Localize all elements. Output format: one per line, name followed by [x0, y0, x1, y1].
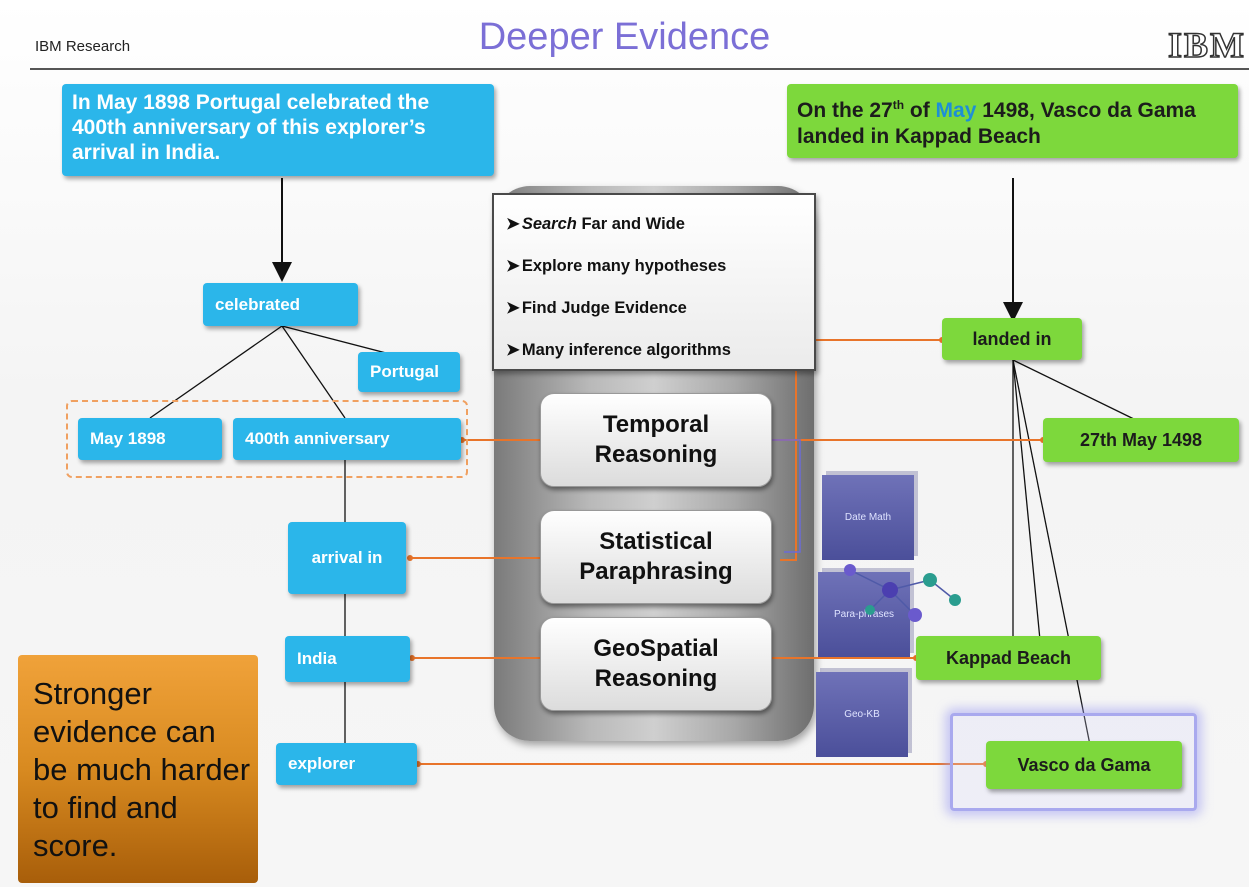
evidence-passage: On the 27th of May 1498, Vasco da Gama l… [787, 84, 1238, 158]
kb-paraphrases-label: Para-phrases [833, 609, 895, 620]
arrow-bullet-icon: ➤ [506, 299, 520, 317]
landed-to-kappad-line-2 [1012, 359, 1041, 641]
feature-text: Many inference algorithms [521, 340, 731, 359]
slide-title: Deeper Evidence [478, 16, 771, 58]
brand-label: IBM Research [35, 38, 131, 55]
passage-superscript: th [892, 98, 905, 112]
feature-list: ➤Search Far and Wide ➤Explore many hypot… [492, 193, 816, 371]
temporal-blue-link [772, 439, 801, 553]
header-divider [30, 68, 1249, 70]
module-line: Temporal [602, 411, 710, 438]
celebrated-to-portugal-line [281, 325, 391, 355]
paraphrase-network-icon [844, 564, 961, 622]
feature-item: ➤Explore many hypotheses [506, 245, 814, 287]
node-400th-anniversary: 400th anniversary [233, 418, 461, 460]
question-clue: In May 1898 Portugal celebrated the 400t… [62, 84, 494, 176]
node-kappad-beach: Kappad Beach [916, 636, 1101, 680]
module-line: Statistical [599, 528, 713, 555]
arrow-bullet-icon: ➤ [506, 215, 520, 233]
passage-of: of [904, 99, 936, 122]
node-portugal: Portugal [358, 352, 460, 392]
ibm-logo: IBM [1167, 24, 1246, 66]
callout-box: Stronger evidence can be much harder to … [18, 655, 258, 883]
node-27th-may-1498: 27th May 1498 [1043, 418, 1239, 462]
passage-prefix: On the 27 [797, 99, 893, 122]
module-line: GeoSpatial [593, 635, 719, 662]
feature-item: ➤Many inference algorithms [506, 329, 814, 371]
module-line: Paraphrasing [579, 558, 733, 585]
node-celebrated: celebrated [203, 283, 358, 326]
feature-item: ➤Find Judge Evidence [506, 287, 814, 329]
node-india: India [285, 636, 410, 682]
link-end-dot [407, 555, 413, 561]
feature-text: Explore many hypotheses [521, 256, 727, 275]
kb-date-math: Date Math [822, 475, 914, 560]
module-line: Reasoning [594, 665, 718, 692]
feature-item: ➤Search Far and Wide [506, 203, 814, 245]
celebrated-to-may-line [149, 325, 283, 419]
node-may-1898: May 1898 [78, 418, 222, 460]
passage-suffix: 1498, Vasco da Gama landed in Kappad Bea… [797, 99, 1196, 148]
node-vasco-da-gama: Vasco da Gama [986, 741, 1182, 789]
passage-month: May [935, 99, 977, 122]
celebrated-to-anniversary-line [281, 325, 346, 419]
node-landed-in: landed in [942, 318, 1082, 360]
link-end-dot [409, 655, 415, 661]
feature-down-link [780, 345, 797, 561]
landed-to-vasco-line [1012, 359, 1091, 746]
node-arrival-in: arrival in [288, 522, 406, 594]
landed-to-date-line [1012, 359, 1141, 423]
temporal-group-outline [66, 400, 468, 478]
feature-emphasis: Search [521, 214, 577, 233]
arrow-bullet-icon: ➤ [506, 257, 520, 275]
feature-text: Far and Wide [576, 214, 685, 233]
arrow-bullet-icon: ➤ [506, 341, 520, 359]
feature-text: Find Judge Evidence [521, 298, 687, 317]
node-explorer: explorer [276, 743, 417, 785]
kb-geo-kb: Geo-KB [816, 672, 908, 757]
module-line: Reasoning [594, 441, 718, 468]
